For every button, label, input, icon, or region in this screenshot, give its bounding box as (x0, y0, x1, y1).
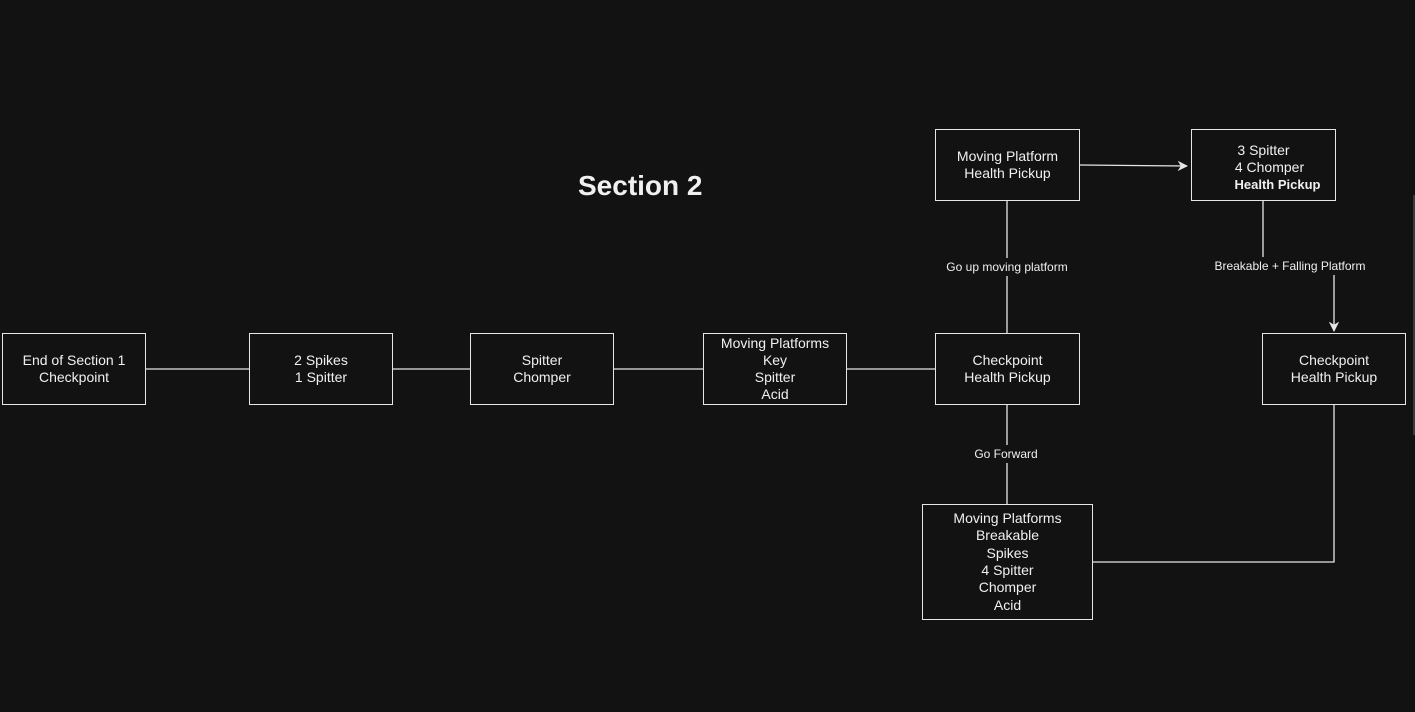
node-line: Health Pickup (964, 369, 1051, 385)
node-checkpoint-right[interactable]: Checkpoint Health Pickup (1262, 333, 1406, 405)
edge-label-go-up: Go up moving platform (944, 258, 1070, 276)
page-title: Section 2 (578, 170, 703, 201)
node-line: Acid (761, 386, 789, 402)
edge-top-platform-to-spitter (1079, 160, 1189, 172)
node-line: Spitter (521, 351, 563, 368)
node-line: Health Pickup (964, 165, 1051, 181)
node-line: Checkpoint (972, 351, 1043, 368)
node-line: 4 Chomper (1234, 159, 1305, 175)
node-line: 2 Spikes (294, 351, 348, 368)
node-line: Moving Platforms (953, 510, 1062, 527)
node-line: Moving Platforms (720, 335, 830, 351)
node-line: Checkpoint (38, 369, 110, 385)
node-moving-platforms-key[interactable]: Moving Platforms Key Spitter Acid (703, 333, 847, 405)
node-line: Spitter (754, 369, 796, 385)
edge-bottom-to-checkpoint-right (1093, 405, 1335, 563)
node-line: Acid (993, 596, 1022, 613)
node-line: Chomper (513, 369, 571, 385)
edge-label-breakable-falling: Breakable + Falling Platform (1212, 257, 1368, 275)
node-line: Spikes (986, 544, 1029, 561)
node-extra-line: Health Pickup (1234, 176, 1321, 192)
node-line: 3 Spitter (1237, 141, 1290, 158)
node-line: 4 Spitter (981, 562, 1034, 578)
node-line: Moving Platform (956, 147, 1059, 164)
node-spikes-spitter[interactable]: 2 Spikes 1 Spitter (249, 333, 393, 405)
node-line: End of Section 1 (22, 351, 126, 368)
node-spitter-chomper-top[interactable]: 3 Spitter 4 Chomper Health Pickup (1191, 129, 1336, 201)
node-end-of-section-1[interactable]: End of Section 1 Checkpoint (2, 333, 146, 405)
node-line: 1 Spitter (294, 369, 348, 385)
node-line: Checkpoint (1298, 351, 1370, 368)
node-checkpoint-center[interactable]: Checkpoint Health Pickup (935, 333, 1080, 405)
node-spitter-chomper[interactable]: Spitter Chomper (470, 333, 614, 405)
node-line: Chomper (978, 579, 1037, 596)
vertical-scrollbar[interactable] (1413, 195, 1415, 435)
edge-label-go-forward: Go Forward (972, 445, 1040, 463)
node-line: Key (762, 352, 788, 368)
node-moving-platforms-bottom[interactable]: Moving Platforms Breakable Spikes 4 Spit… (922, 504, 1093, 620)
node-line: Breakable (975, 527, 1040, 544)
node-moving-platform-top[interactable]: Moving Platform Health Pickup (935, 129, 1080, 201)
node-line: Health Pickup (1290, 369, 1378, 385)
